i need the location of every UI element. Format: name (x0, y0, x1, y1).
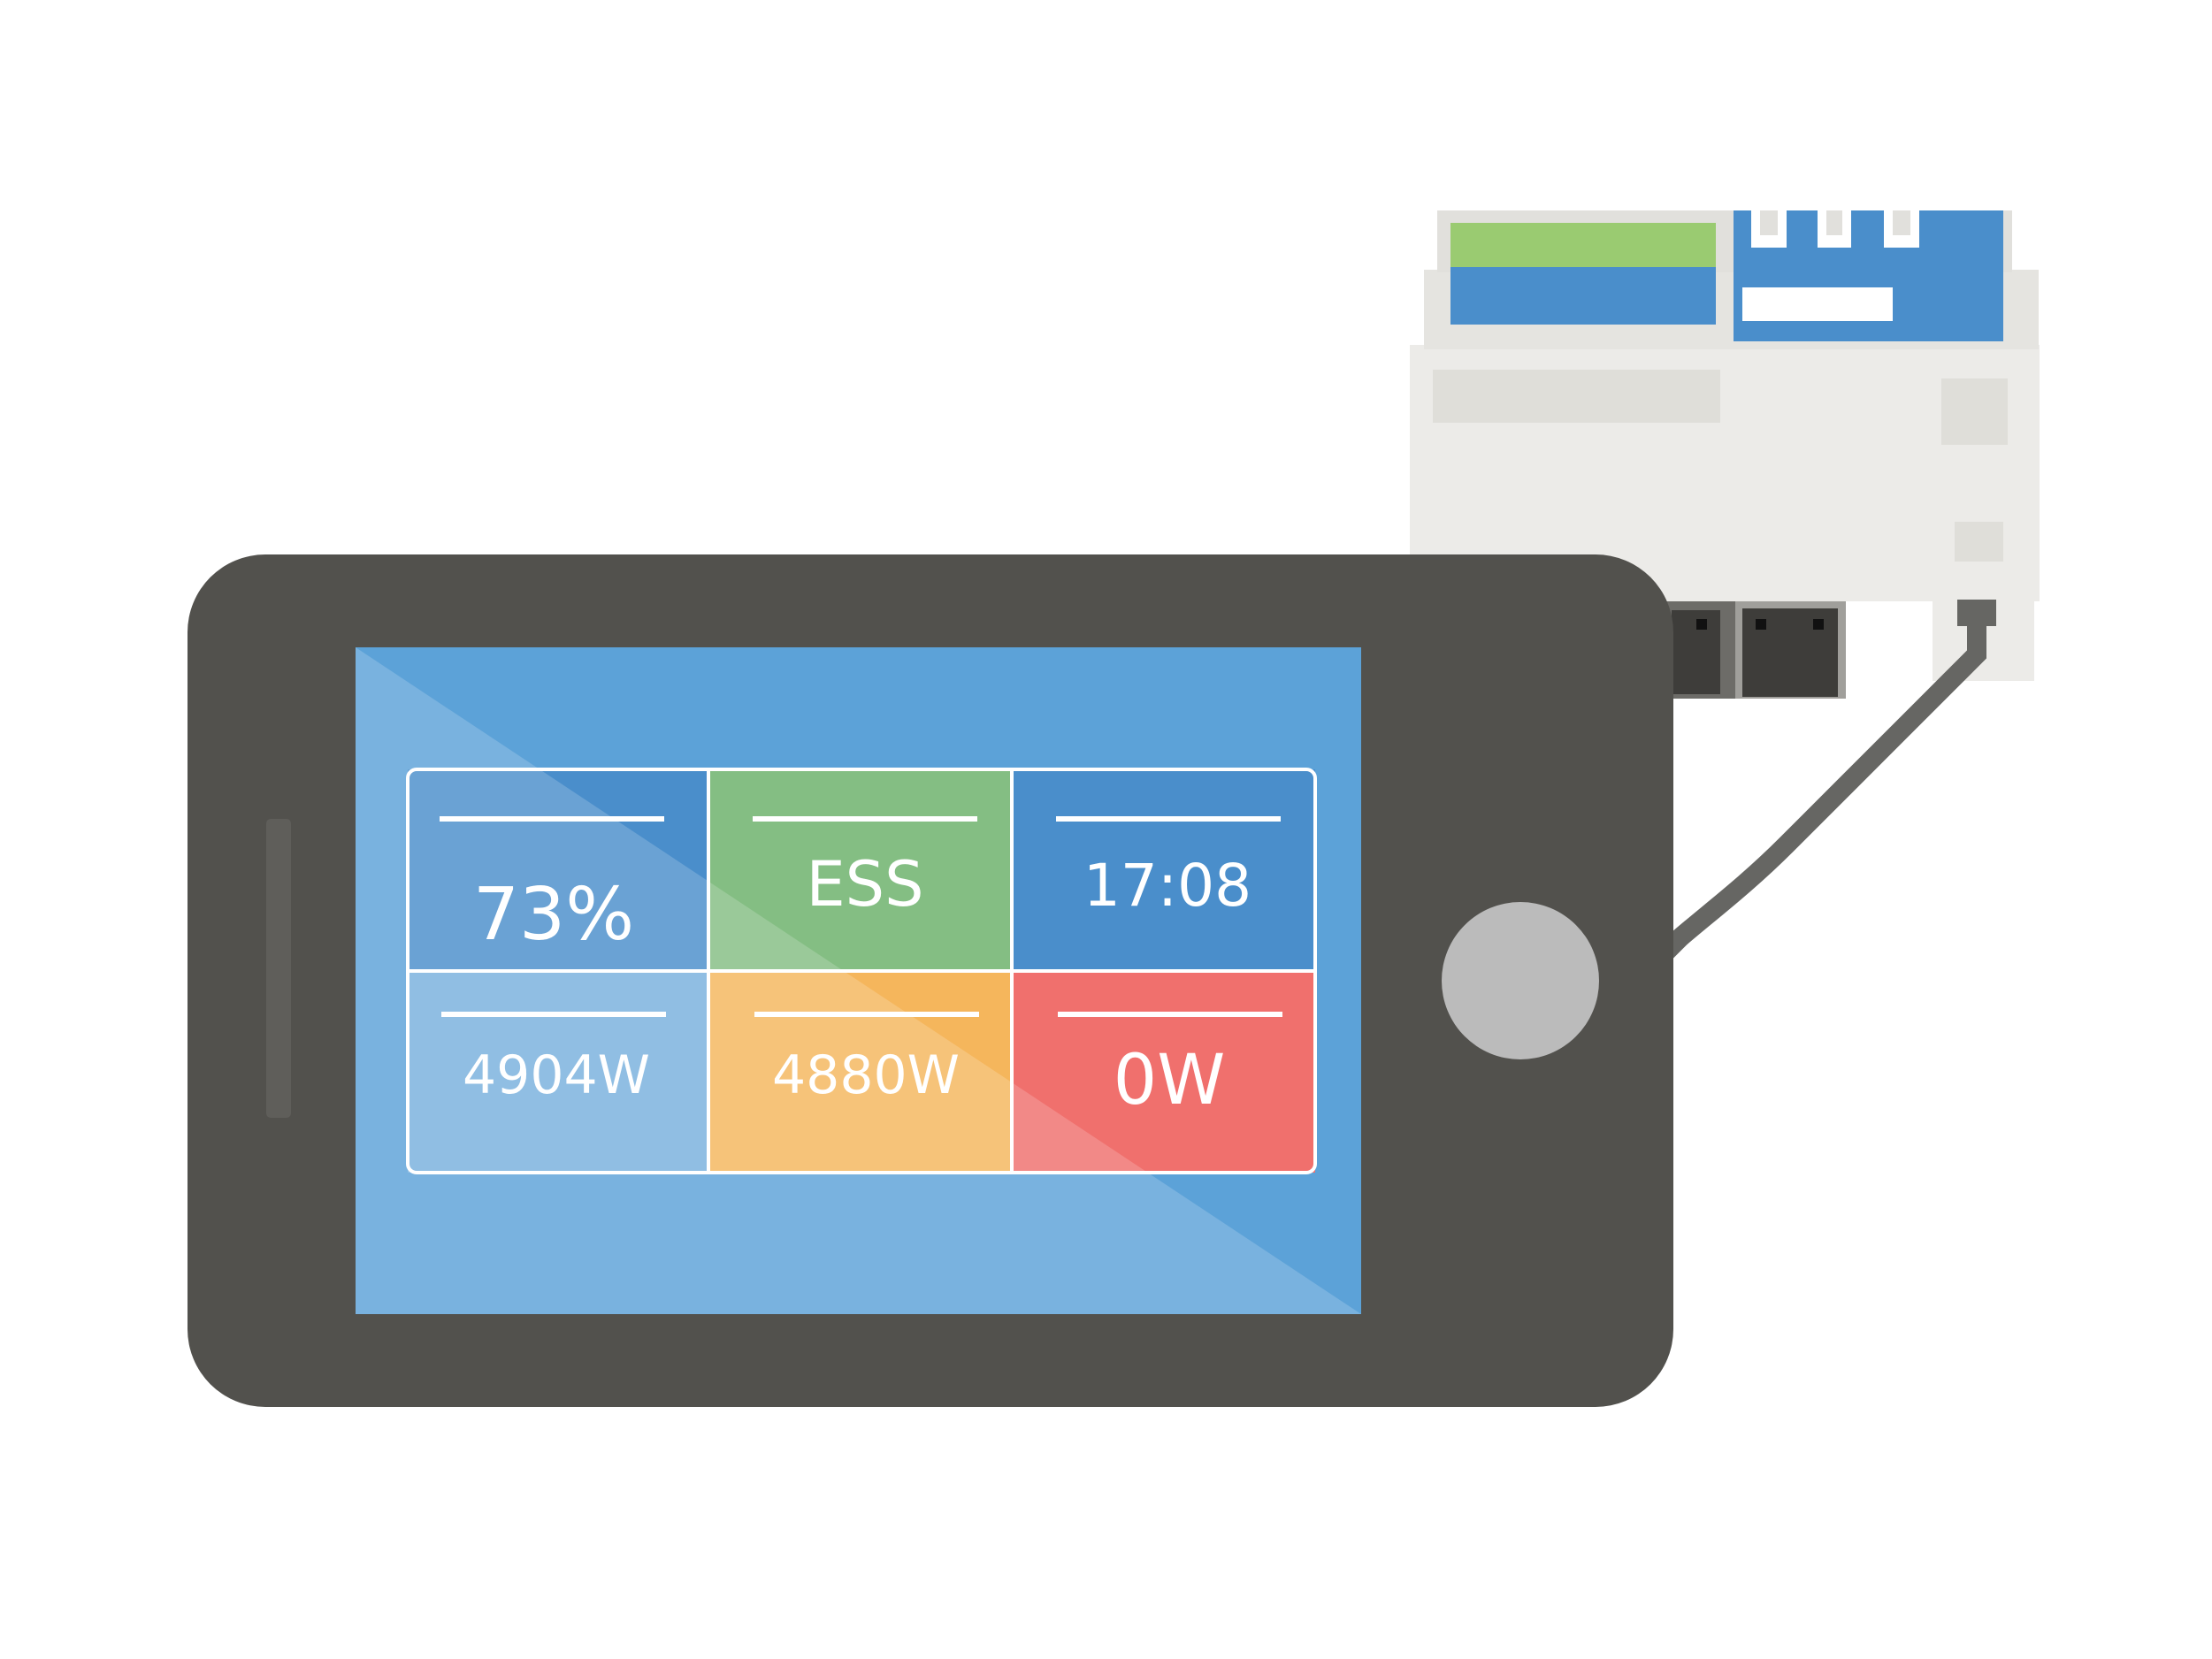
dashboard: 73% ESS 17:08 4904W 4880W 0W (406, 768, 1317, 1174)
soc-value: 73% (473, 873, 634, 957)
home-button[interactable] (1442, 902, 1599, 1059)
tile-divider (753, 816, 977, 822)
time-value: 17:08 (1083, 852, 1251, 920)
screen-glare (356, 647, 1361, 1314)
screen: 73% ESS 17:08 4904W 4880W 0W (356, 647, 1361, 1314)
grid-power-value: 0W (1114, 1041, 1226, 1120)
gx-device (1410, 210, 2040, 699)
tile-divider (1058, 1012, 1282, 1017)
connector-panel (1734, 210, 2003, 341)
pv-power-tile[interactable] (408, 971, 708, 1173)
soc-tile[interactable] (408, 769, 708, 971)
mode-tile[interactable] (708, 769, 1012, 971)
phone: 73% ESS 17:08 4904W 4880W 0W (188, 554, 1673, 1407)
grid-power-tile[interactable] (1012, 971, 1315, 1173)
time-tile[interactable] (1012, 769, 1315, 971)
pv-power-value: 4904W (463, 1044, 650, 1106)
tile-divider (754, 1012, 979, 1017)
load-power-tile[interactable] (708, 971, 1012, 1173)
tile-divider (1056, 816, 1281, 822)
tile-divider (440, 816, 664, 822)
side-button (266, 819, 291, 1118)
cable-plug (1957, 600, 1996, 626)
load-power-value: 4880W (772, 1044, 960, 1106)
cable (1653, 609, 1986, 965)
tile-divider (441, 1012, 666, 1017)
mode-value: ESS (806, 848, 923, 921)
terminal-block (1450, 223, 1716, 325)
